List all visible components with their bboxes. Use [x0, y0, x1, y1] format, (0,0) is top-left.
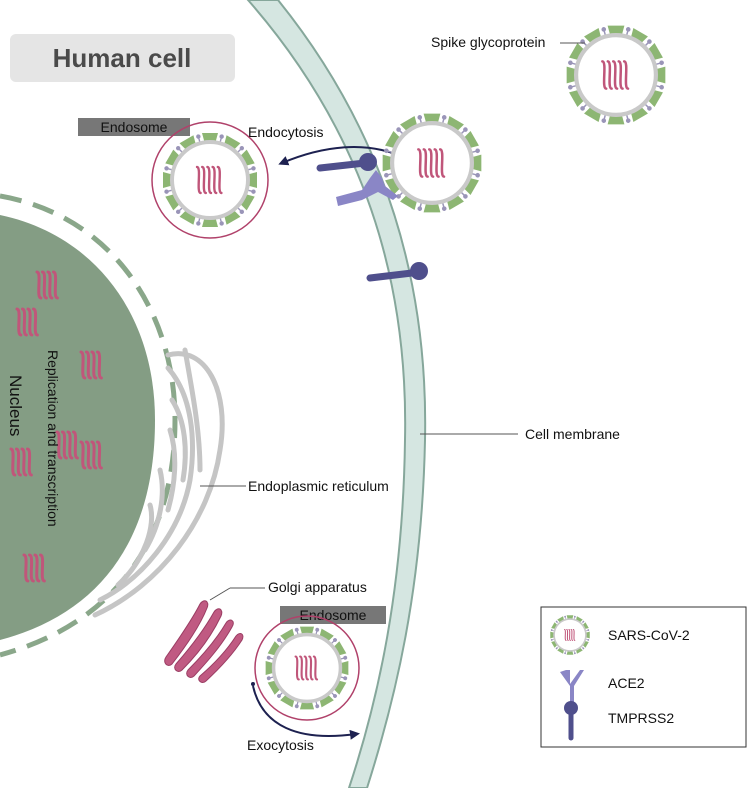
rna-icon — [55, 430, 79, 460]
cell-membrane — [246, 0, 427, 788]
legend-label-sars: SARS-CoV-2 — [608, 627, 690, 643]
virus-in-endosome-bottom — [265, 626, 349, 710]
legend-ace2-icon — [560, 670, 584, 704]
legend-label-ace2: ACE2 — [608, 675, 645, 691]
er-label: Endoplasmic reticulum — [248, 478, 389, 494]
tmprss2-membrane — [366, 262, 428, 282]
golgi-label: Golgi apparatus — [268, 579, 367, 595]
legend-label-tmprss2: TMPRSS2 — [608, 710, 674, 726]
spike-label: Spike glycoprotein — [431, 34, 545, 50]
rna-icon — [22, 553, 46, 583]
rna-icon — [79, 350, 103, 380]
title-text: Human cell — [53, 43, 192, 73]
virus-entering-cell — [382, 113, 482, 213]
endosome-label-top: Endosome — [101, 119, 168, 135]
legend-tmprss2-icon — [564, 701, 578, 741]
exocytosis-label: Exocytosis — [247, 737, 314, 753]
golgi-leader — [209, 587, 231, 601]
nucleus-rna-group — [9, 270, 103, 583]
endosome-label-bottom: Endosome — [300, 607, 367, 623]
nucleus-shape — [0, 215, 155, 640]
exocytosis-arrow — [252, 685, 360, 740]
exocytosis-arrow-start — [251, 682, 255, 686]
rna-icon — [35, 270, 59, 300]
golgi-apparatus — [164, 600, 244, 683]
tmprss2-at-entry — [316, 153, 377, 172]
virus-in-endosome-top — [163, 133, 257, 227]
endosome-tag-bottom — [280, 606, 386, 624]
nucleus-label: Nucleus — [6, 375, 25, 436]
title-box — [10, 34, 235, 82]
viral-rna-icon — [195, 165, 223, 195]
free-virus — [566, 25, 666, 125]
endosome-bottom — [254, 615, 360, 721]
nuclear-envelope-dashes — [0, 193, 178, 658]
endosome-top — [151, 121, 269, 239]
endoplasmic-reticulum — [92, 347, 225, 618]
viral-rna-icon — [601, 60, 630, 90]
viral-rna-icon — [564, 629, 576, 641]
viral-rna-icon — [294, 655, 319, 681]
replication-label: Replication and transcription — [45, 350, 61, 527]
cell-membrane-label: Cell membrane — [525, 426, 620, 442]
rna-icon — [79, 440, 103, 470]
rna-icon — [15, 307, 39, 337]
ace2-at-entry — [336, 170, 398, 206]
rna-icon — [9, 447, 33, 477]
endosome-tag-top — [78, 118, 190, 136]
endocytosis-arrow — [278, 146, 399, 166]
legend: SARS-CoV-2 ACE2 TMPRSS2 — [540, 606, 747, 748]
endocytosis-label: Endocytosis — [248, 124, 323, 140]
viral-rna-icon — [417, 148, 446, 178]
legend-virus-icon — [550, 615, 590, 655]
